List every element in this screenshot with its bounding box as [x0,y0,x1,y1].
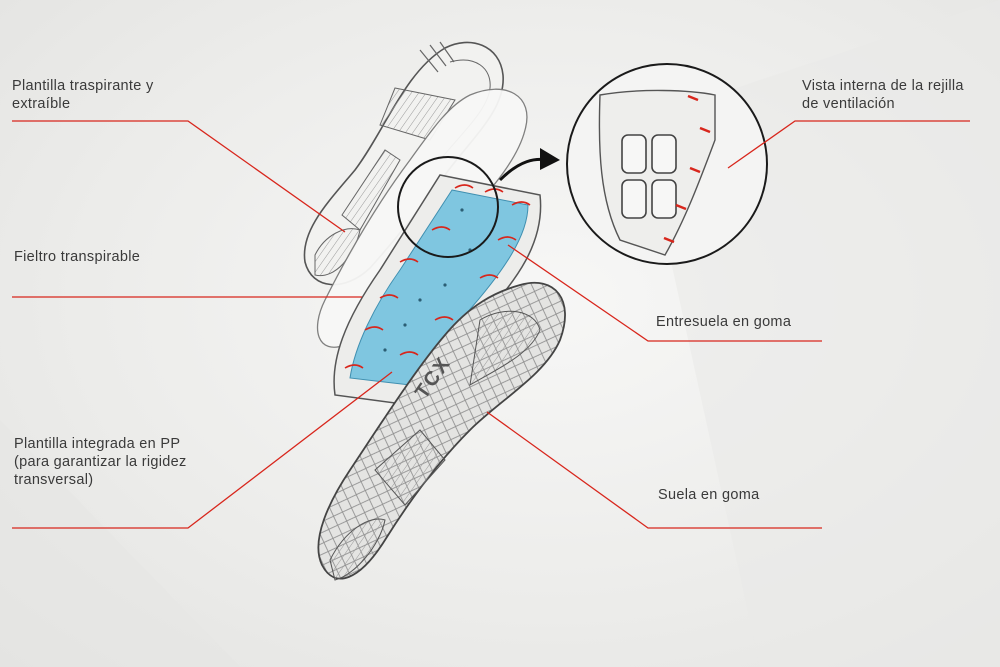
label-felt: Fieltro transpirable [14,248,140,266]
label-removable-insole-line2: extraíble [12,96,71,112]
leader-outsole [486,411,822,529]
label-pp-insole-line1: Plantilla integrada en PP [14,436,181,452]
label-pp-insole: Plantilla integrada en PP (para garantiz… [14,435,187,489]
rubber-outsole: TCX [317,281,566,581]
label-vent-view: Vista interna de la rejilla de ventilaci… [802,77,964,113]
leader-midsole [507,244,822,342]
label-removable-insole: Plantilla traspirante y extraíble [12,77,154,113]
label-outsole: Suela en goma [658,486,759,504]
label-vent-view-line2: de ventilación [802,96,895,112]
label-outsole-line1: Suela en goma [658,487,760,503]
vent-detail-marker [397,156,499,258]
detail-arrow [498,148,560,182]
leader-pp-insole [12,371,393,529]
label-vent-view-line1: Vista interna de la rejilla [802,78,964,94]
label-removable-insole-line1: Plantilla traspirante y [12,78,154,94]
leader-insole [12,120,346,233]
vent-grille-zoom [566,63,768,265]
label-midsole-line1: Entresuela en goma [656,314,792,330]
label-pp-insole-line2: (para garantizar la rigidez [14,454,187,470]
label-pp-insole-line3: transversal) [14,472,94,488]
label-felt-line1: Fieltro transpirable [14,249,141,265]
leader-vent-view [727,120,970,169]
label-midsole: Entresuela en goma [656,313,791,331]
leader-lines [12,120,970,529]
